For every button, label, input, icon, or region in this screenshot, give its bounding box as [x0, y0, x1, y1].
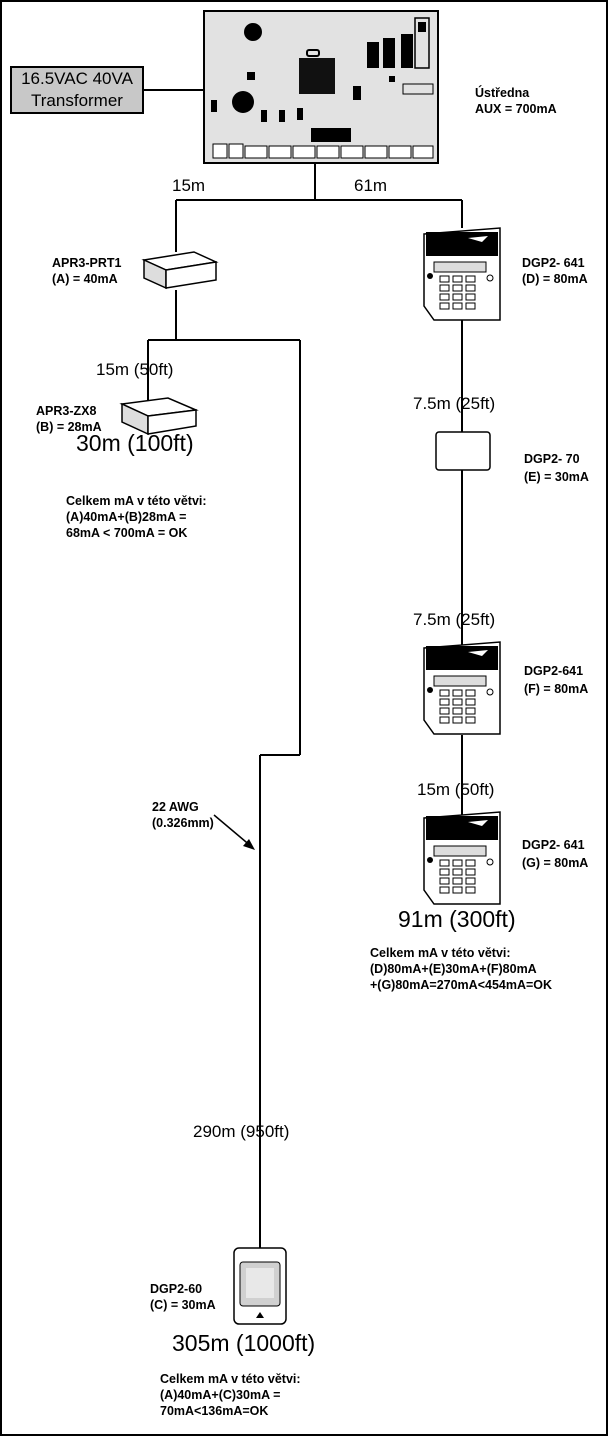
d-name: DGP2- 641	[522, 256, 585, 270]
summary-bottom-3: 70mA<136mA=OK	[160, 1404, 269, 1418]
g-name: DGP2- 641	[522, 838, 585, 852]
prt1-current: (A) = 40mA	[52, 272, 118, 286]
summary-left-3: 68mA < 700mA = OK	[66, 526, 188, 540]
keypad-g	[423, 811, 501, 905]
f-current: (F) = 80mA	[524, 682, 589, 696]
distance-right-top: 61m	[354, 176, 388, 195]
distance-c-run: 290m (950ft)	[193, 1122, 290, 1141]
e-name: DGP2- 70	[524, 452, 580, 466]
summary-bottom-1: Celkem mA v této větvi:	[160, 1372, 301, 1386]
summary-bottom-2: (A)40mA+(C)30mA =	[160, 1388, 281, 1402]
g-current: (G) = 80mA	[522, 856, 589, 870]
summary-right-1: Celkem mA v této větvi:	[370, 946, 511, 960]
summary-left-2: (A)40mA+(B)28mA =	[66, 510, 187, 524]
keypad-d	[423, 227, 501, 321]
summary-right-3: +(G)80mA=270mA<454mA=OK	[370, 978, 553, 992]
zx8-current: (B) = 28mA	[36, 420, 102, 434]
c-current: (C) = 30mA	[150, 1298, 216, 1312]
distance-f-to-g: 15m (50ft)	[417, 780, 495, 799]
prt1-module	[141, 251, 219, 290]
distance-d-to-e: 7.5m (25ft)	[413, 394, 496, 413]
summary-left-1: Celkem mA v této větvi:	[66, 494, 207, 508]
distance-e-to-f: 7.5m (25ft)	[413, 610, 496, 629]
distance-prt-to-zx8: 15m (50ft)	[96, 360, 174, 379]
d-current: (D) = 80mA	[522, 272, 588, 286]
c-name: DGP2-60	[150, 1282, 203, 1296]
panel-aux: AUX = 700mA	[475, 102, 557, 116]
total-left: 30m (100ft)	[76, 430, 194, 456]
prt1-name: APR3-PRT1	[52, 256, 122, 270]
f-name: DGP2-641	[524, 664, 584, 678]
wire-diameter: (0.326mm)	[152, 816, 214, 830]
keypad-f	[423, 641, 501, 735]
zx8-name: APR3-ZX8	[36, 404, 97, 418]
wire-gauge: 22 AWG	[152, 800, 199, 814]
transformer-box: 16.5VAC 40VA Transformer	[10, 66, 144, 114]
total-right: 91m (300ft)	[398, 906, 516, 932]
control-panel-board	[203, 10, 439, 164]
pir-e-motion-detector	[435, 431, 491, 471]
distance-left-top: 15m	[172, 176, 206, 195]
pir-e-large	[432, 428, 494, 474]
total-bottom: 305m (1000ft)	[172, 1330, 316, 1356]
summary-right-2: (D)80mA+(E)30mA+(F)80mA	[370, 962, 537, 976]
zx8-module	[119, 397, 199, 436]
panel-label: Ústředna	[475, 86, 530, 100]
e-current: (E) = 30mA	[524, 470, 589, 484]
transformer-line2: Transformer	[31, 91, 123, 110]
transformer-line1: 16.5VAC 40VA	[21, 69, 133, 88]
motion-detector-c	[233, 1247, 287, 1325]
